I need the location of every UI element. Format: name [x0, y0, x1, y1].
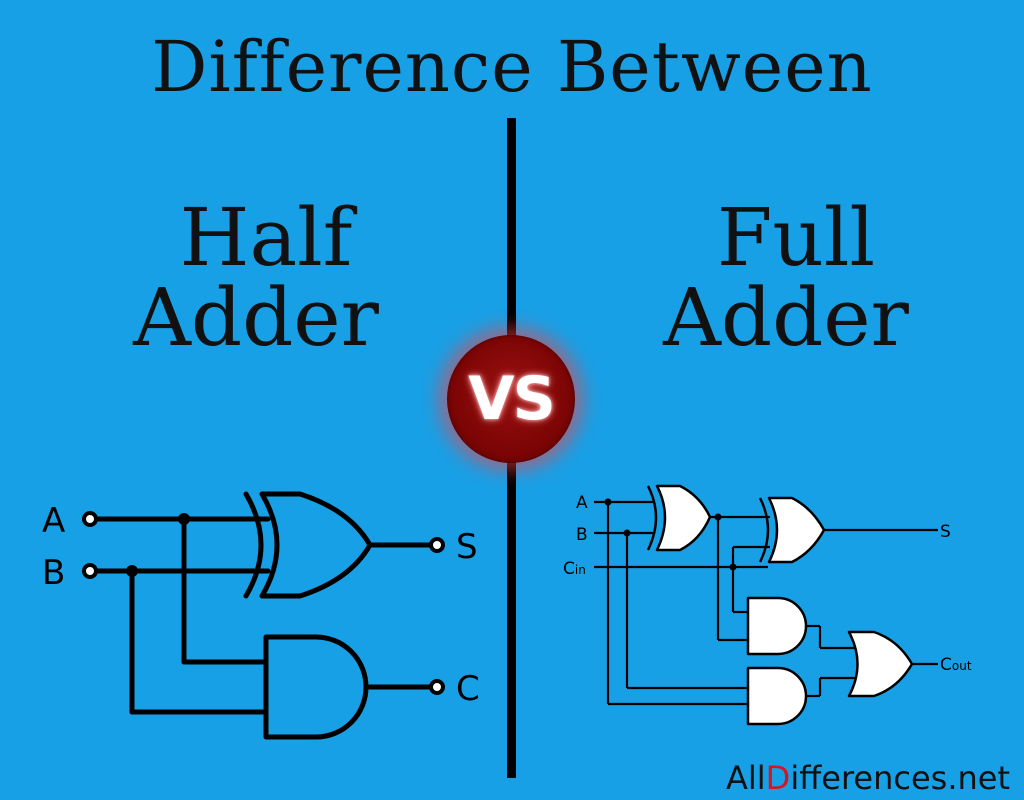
label-b: B: [42, 553, 65, 593]
brand-part1: All: [726, 759, 766, 797]
fa-label-cin: Cin: [563, 559, 586, 579]
full-adder-heading-line1: Full: [716, 191, 876, 284]
fa-label-s: S: [940, 522, 951, 542]
fa-label-cout: Cout: [940, 655, 972, 675]
junction-b: [126, 565, 138, 577]
brand-part2: D: [765, 759, 791, 797]
half-adder-heading-line1: Half: [179, 191, 353, 284]
vs-badge: VS: [447, 335, 575, 463]
terminal-b: [82, 563, 98, 579]
vs-text: VS: [468, 364, 556, 434]
half-adder-heading-line2: Adder: [133, 271, 379, 364]
terminal-c: [429, 679, 445, 695]
full-adder-heading-line2: Adder: [663, 271, 909, 364]
and-gate: [263, 634, 369, 740]
label-s: S: [456, 527, 478, 567]
terminal-s: [429, 537, 445, 553]
brand-watermark: AllDifferences.net: [726, 758, 1010, 798]
label-a: A: [42, 501, 65, 541]
label-c: C: [456, 669, 480, 709]
terminal-a: [82, 511, 98, 527]
junction-a: [178, 513, 190, 525]
fa-label-a: A: [576, 493, 588, 513]
page-title: Difference Between: [151, 26, 873, 108]
brand-part3: ifferences.net: [790, 759, 1010, 797]
fa-label-b: B: [576, 525, 588, 545]
xor-gate-extra-arc: [243, 491, 264, 599]
xor-gate: [259, 491, 373, 599]
